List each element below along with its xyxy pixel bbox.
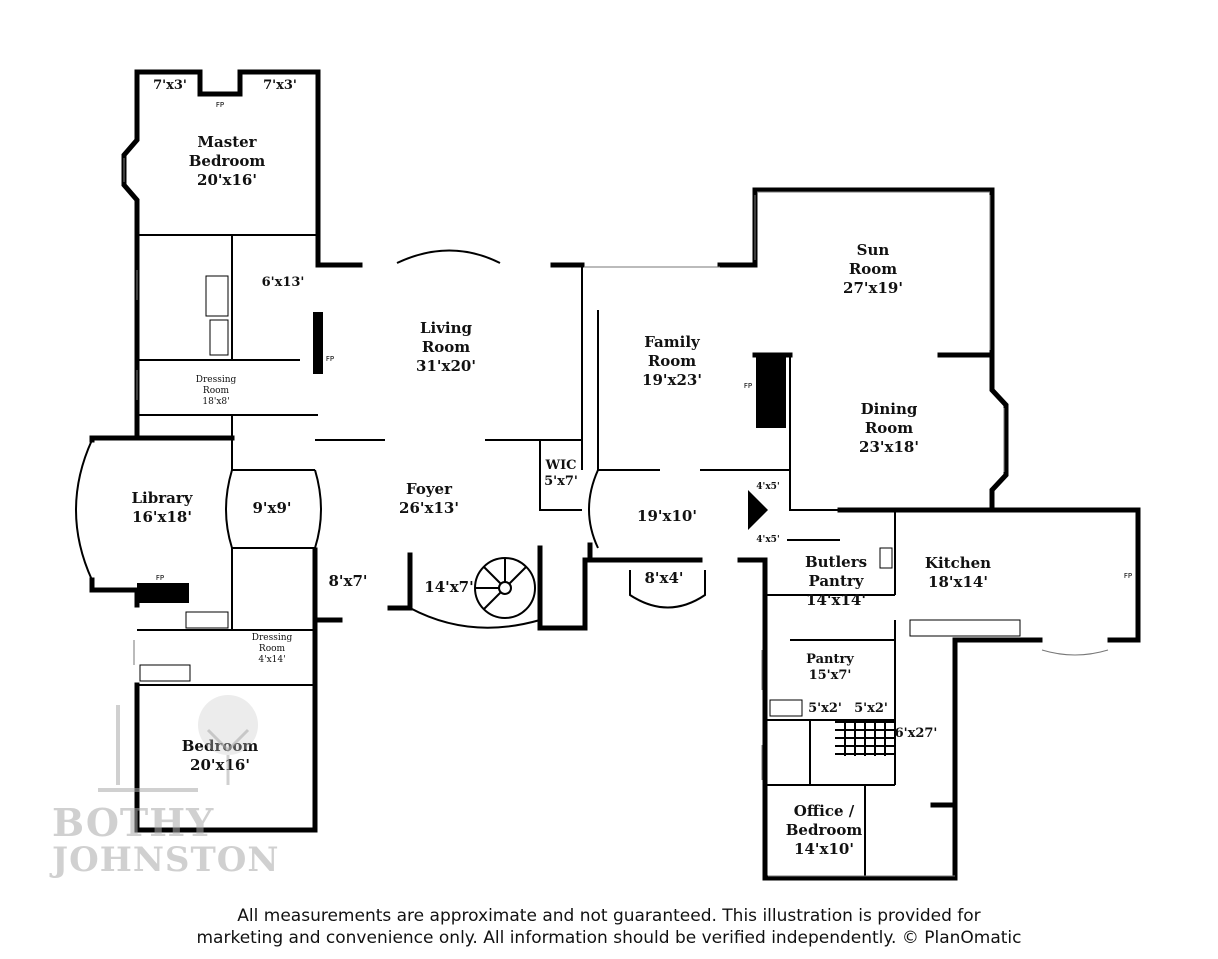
room-foyer: Foyer 26'x13' xyxy=(399,480,459,517)
disclaimer-line: All measurements are approximate and not… xyxy=(237,906,981,926)
closet-label: 7'x3' xyxy=(153,78,187,93)
room-library: Library 16'x18' xyxy=(131,489,193,526)
room-master-bath: 6'x13' xyxy=(261,275,305,290)
fireplace-label: FP xyxy=(155,574,165,582)
watermark-text: BOTHY xyxy=(52,800,215,845)
tree-logo-icon xyxy=(98,695,258,792)
room-office-bedroom: Office / Bedroom 14'x10' xyxy=(785,802,863,858)
room-butlers-pantry: Butlers Pantry 14'x14' xyxy=(804,553,868,609)
closet-label: 4'x5' xyxy=(756,535,780,545)
room-kitchen: Kitchen 18'x14' xyxy=(924,554,992,591)
fireplace-label: FP xyxy=(1123,572,1133,580)
closet-label: 5'x2' xyxy=(808,701,842,716)
room-dressing-room: Dressing Room 18'x8' xyxy=(195,375,237,407)
closet-label: 7'x3' xyxy=(263,78,297,93)
fireplace-label: FP xyxy=(743,382,753,390)
room-living-room: Living Room 31'x20' xyxy=(416,319,476,375)
room-bedroom: Bedroom 20'x16' xyxy=(182,737,259,774)
room-hall: 14'x7' xyxy=(424,578,474,596)
exterior-walls xyxy=(89,69,1141,881)
room-hall: 9'x9' xyxy=(252,499,292,517)
room-pantry: Pantry 15'x7' xyxy=(806,652,854,683)
room-bay: 8'x4' xyxy=(644,569,684,587)
room-wic: WIC 5'x7' xyxy=(544,458,578,489)
watermark-logo: BOTHY JOHNSTON xyxy=(48,690,308,890)
room-dining-room: Dining Room 23'x18' xyxy=(859,400,919,456)
disclaimer: All measurements are approximate and not… xyxy=(0,905,1218,949)
room-sun-room: Sun Room 27'x19' xyxy=(843,241,903,297)
fireplace-label: FP xyxy=(215,101,225,109)
windows xyxy=(123,158,1109,877)
room-family-room: Family Room 19'x23' xyxy=(642,333,702,389)
fireplace-label: FP xyxy=(325,355,335,363)
room-hall: 6'x27' xyxy=(894,726,938,741)
closet-label: 4'x5' xyxy=(756,482,780,492)
fixtures xyxy=(139,275,1021,717)
room-hall: 8'x7' xyxy=(328,572,368,590)
disclaimer-line: marketing and convenience only. All info… xyxy=(196,928,1022,948)
room-hall: 19'x10' xyxy=(637,507,697,525)
watermark-text: JOHNSTON xyxy=(52,840,280,880)
room-master-bedroom: Master Bedroom 20'x16' xyxy=(188,133,266,189)
closet-label: 5'x2' xyxy=(854,701,888,716)
interior-walls xyxy=(75,234,896,878)
room-dressing-room-2: Dressing Room 4'x14' xyxy=(251,633,293,665)
